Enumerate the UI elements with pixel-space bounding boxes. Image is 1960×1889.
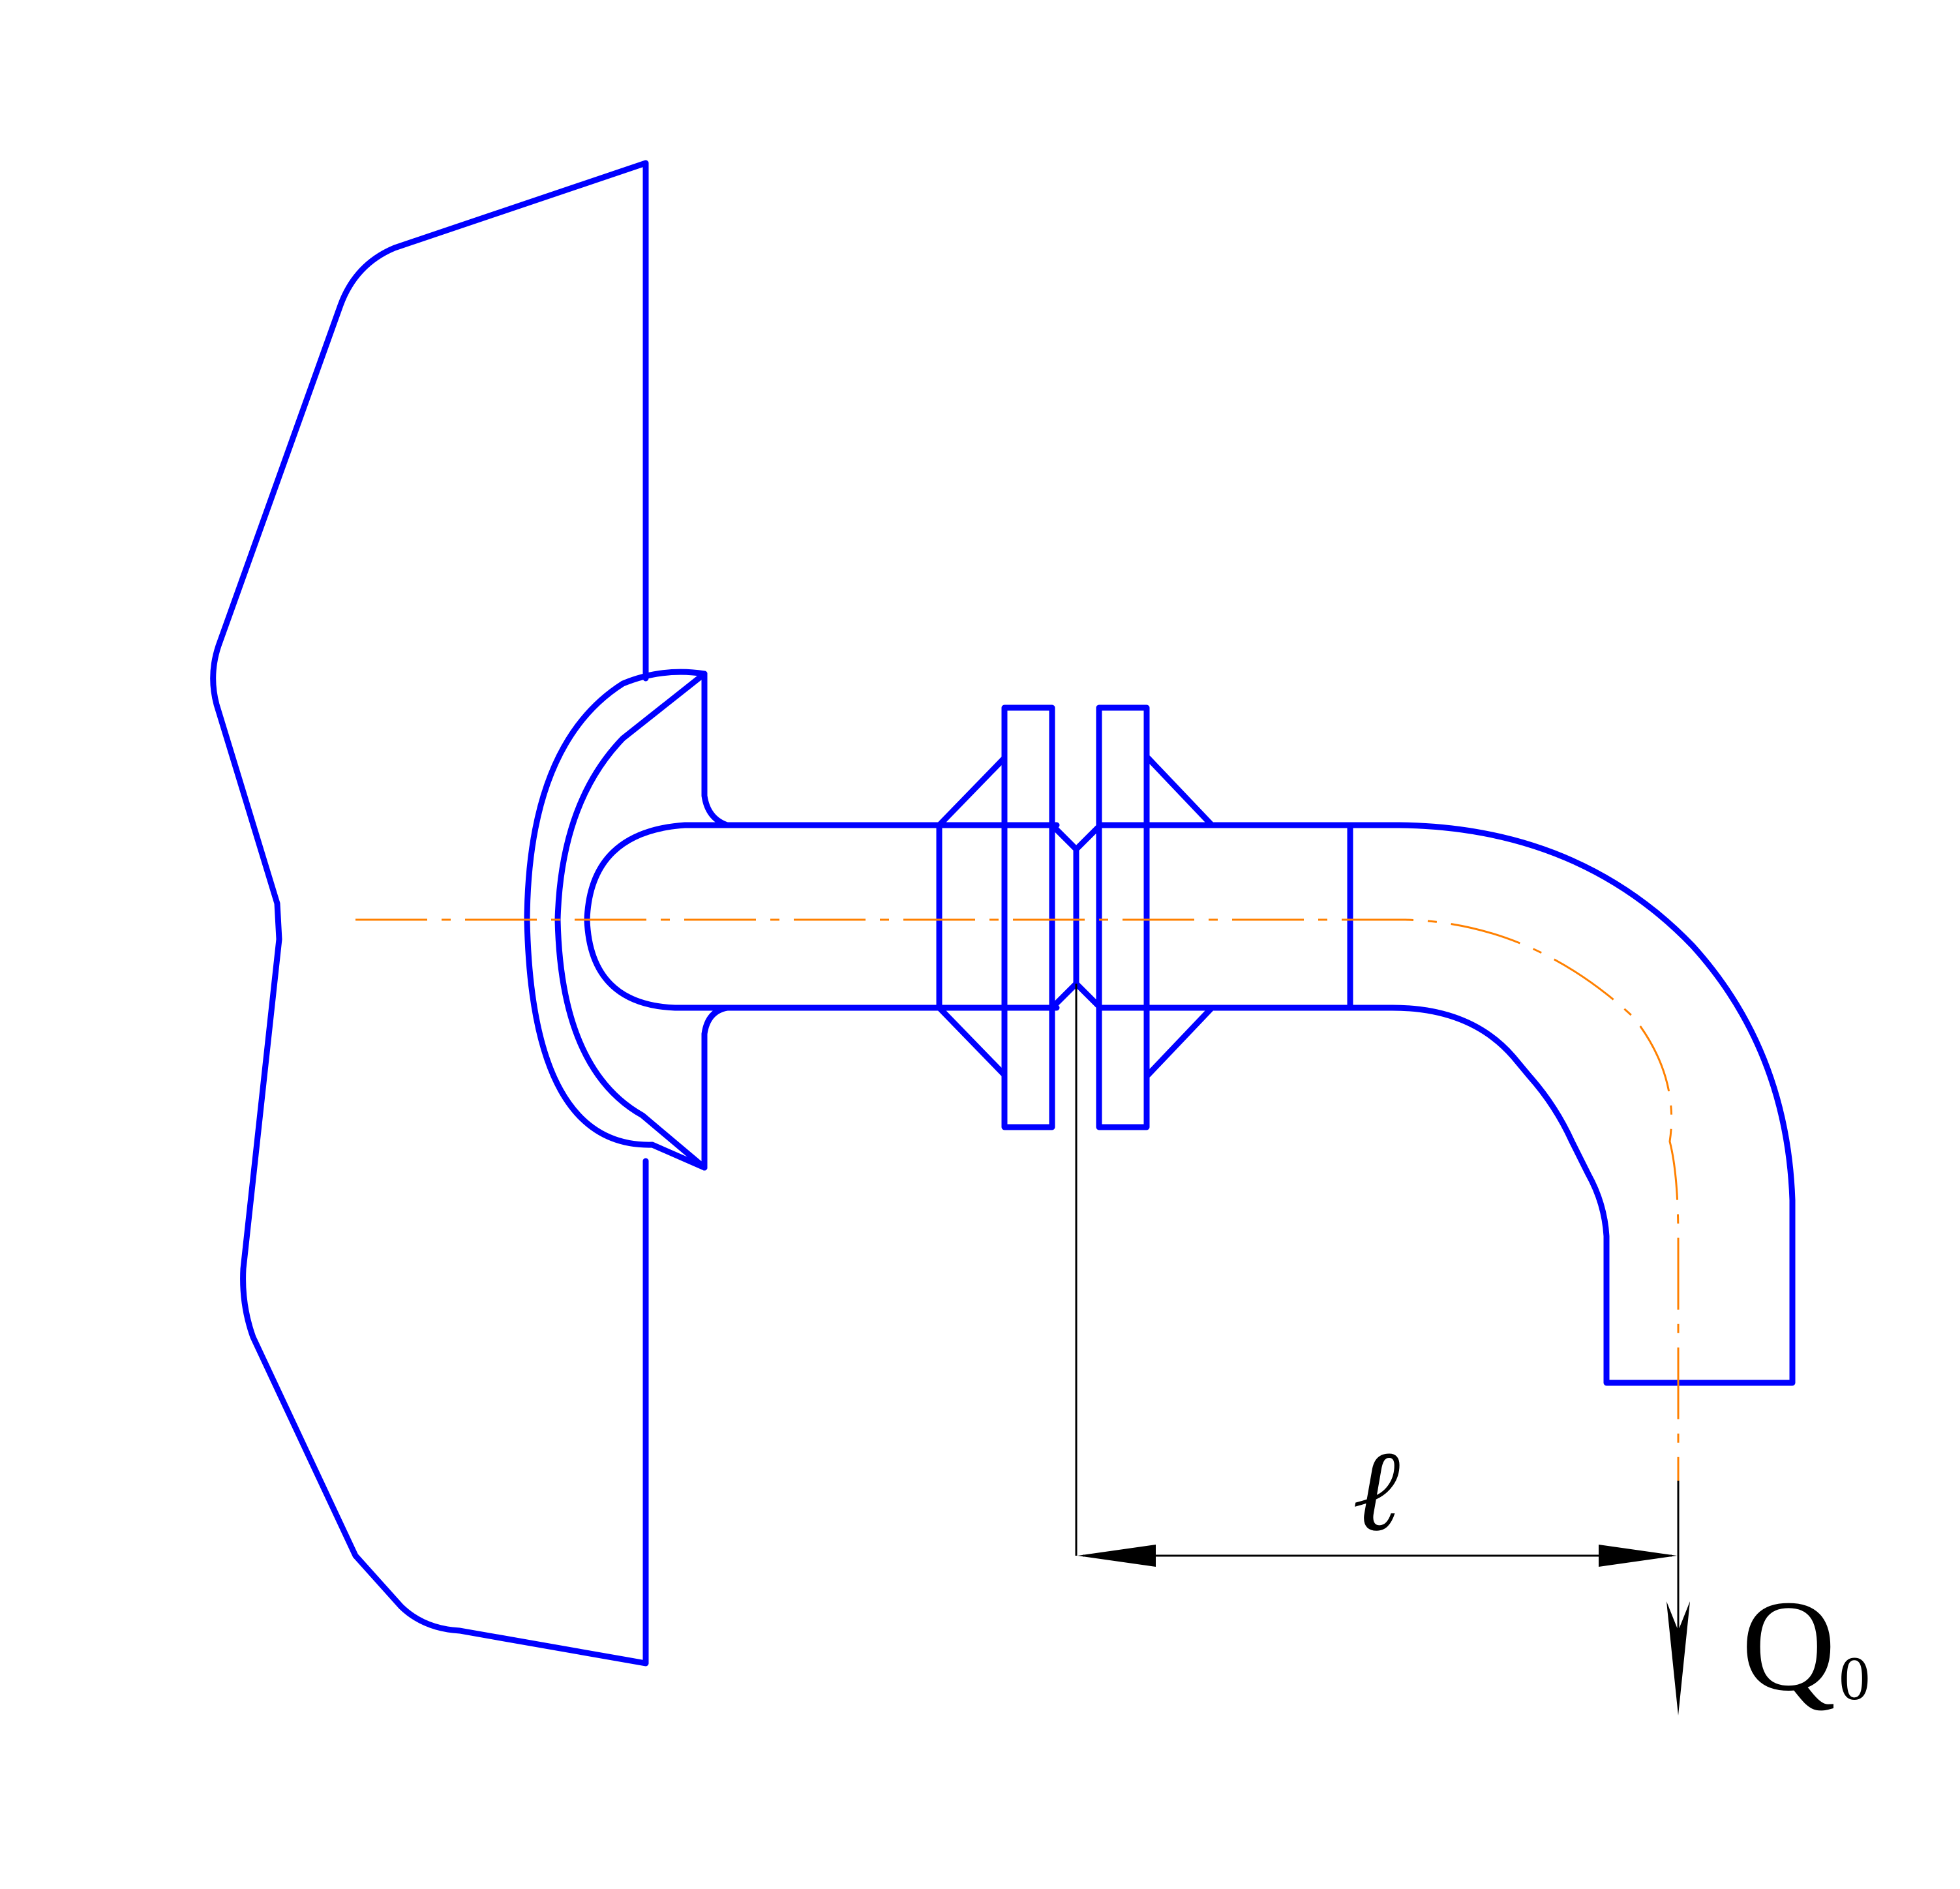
dome-outer [524,669,708,1171]
flange-right [1096,704,1150,1130]
coupling-left-body [936,755,1008,1078]
elbow-outer [1347,822,1796,1386]
centerline [355,918,1680,1487]
dimension-arrowhead-left [1078,1545,1156,1567]
load-letter: Q [1741,1574,1835,1718]
wall-plate-outline [210,160,649,1667]
load-subscript: 0 [1839,1644,1870,1713]
dimension-arrowhead-right [1599,1545,1677,1567]
pipe-bore [584,822,731,1011]
joint-gap-profile [1049,822,1104,1011]
load-label: Q0 [1741,1574,1870,1718]
coupling-right-body [1145,755,1215,1078]
length-label: ℓ [1353,1428,1400,1554]
flange-left [1001,704,1055,1130]
load-arrowhead [1666,1601,1690,1715]
